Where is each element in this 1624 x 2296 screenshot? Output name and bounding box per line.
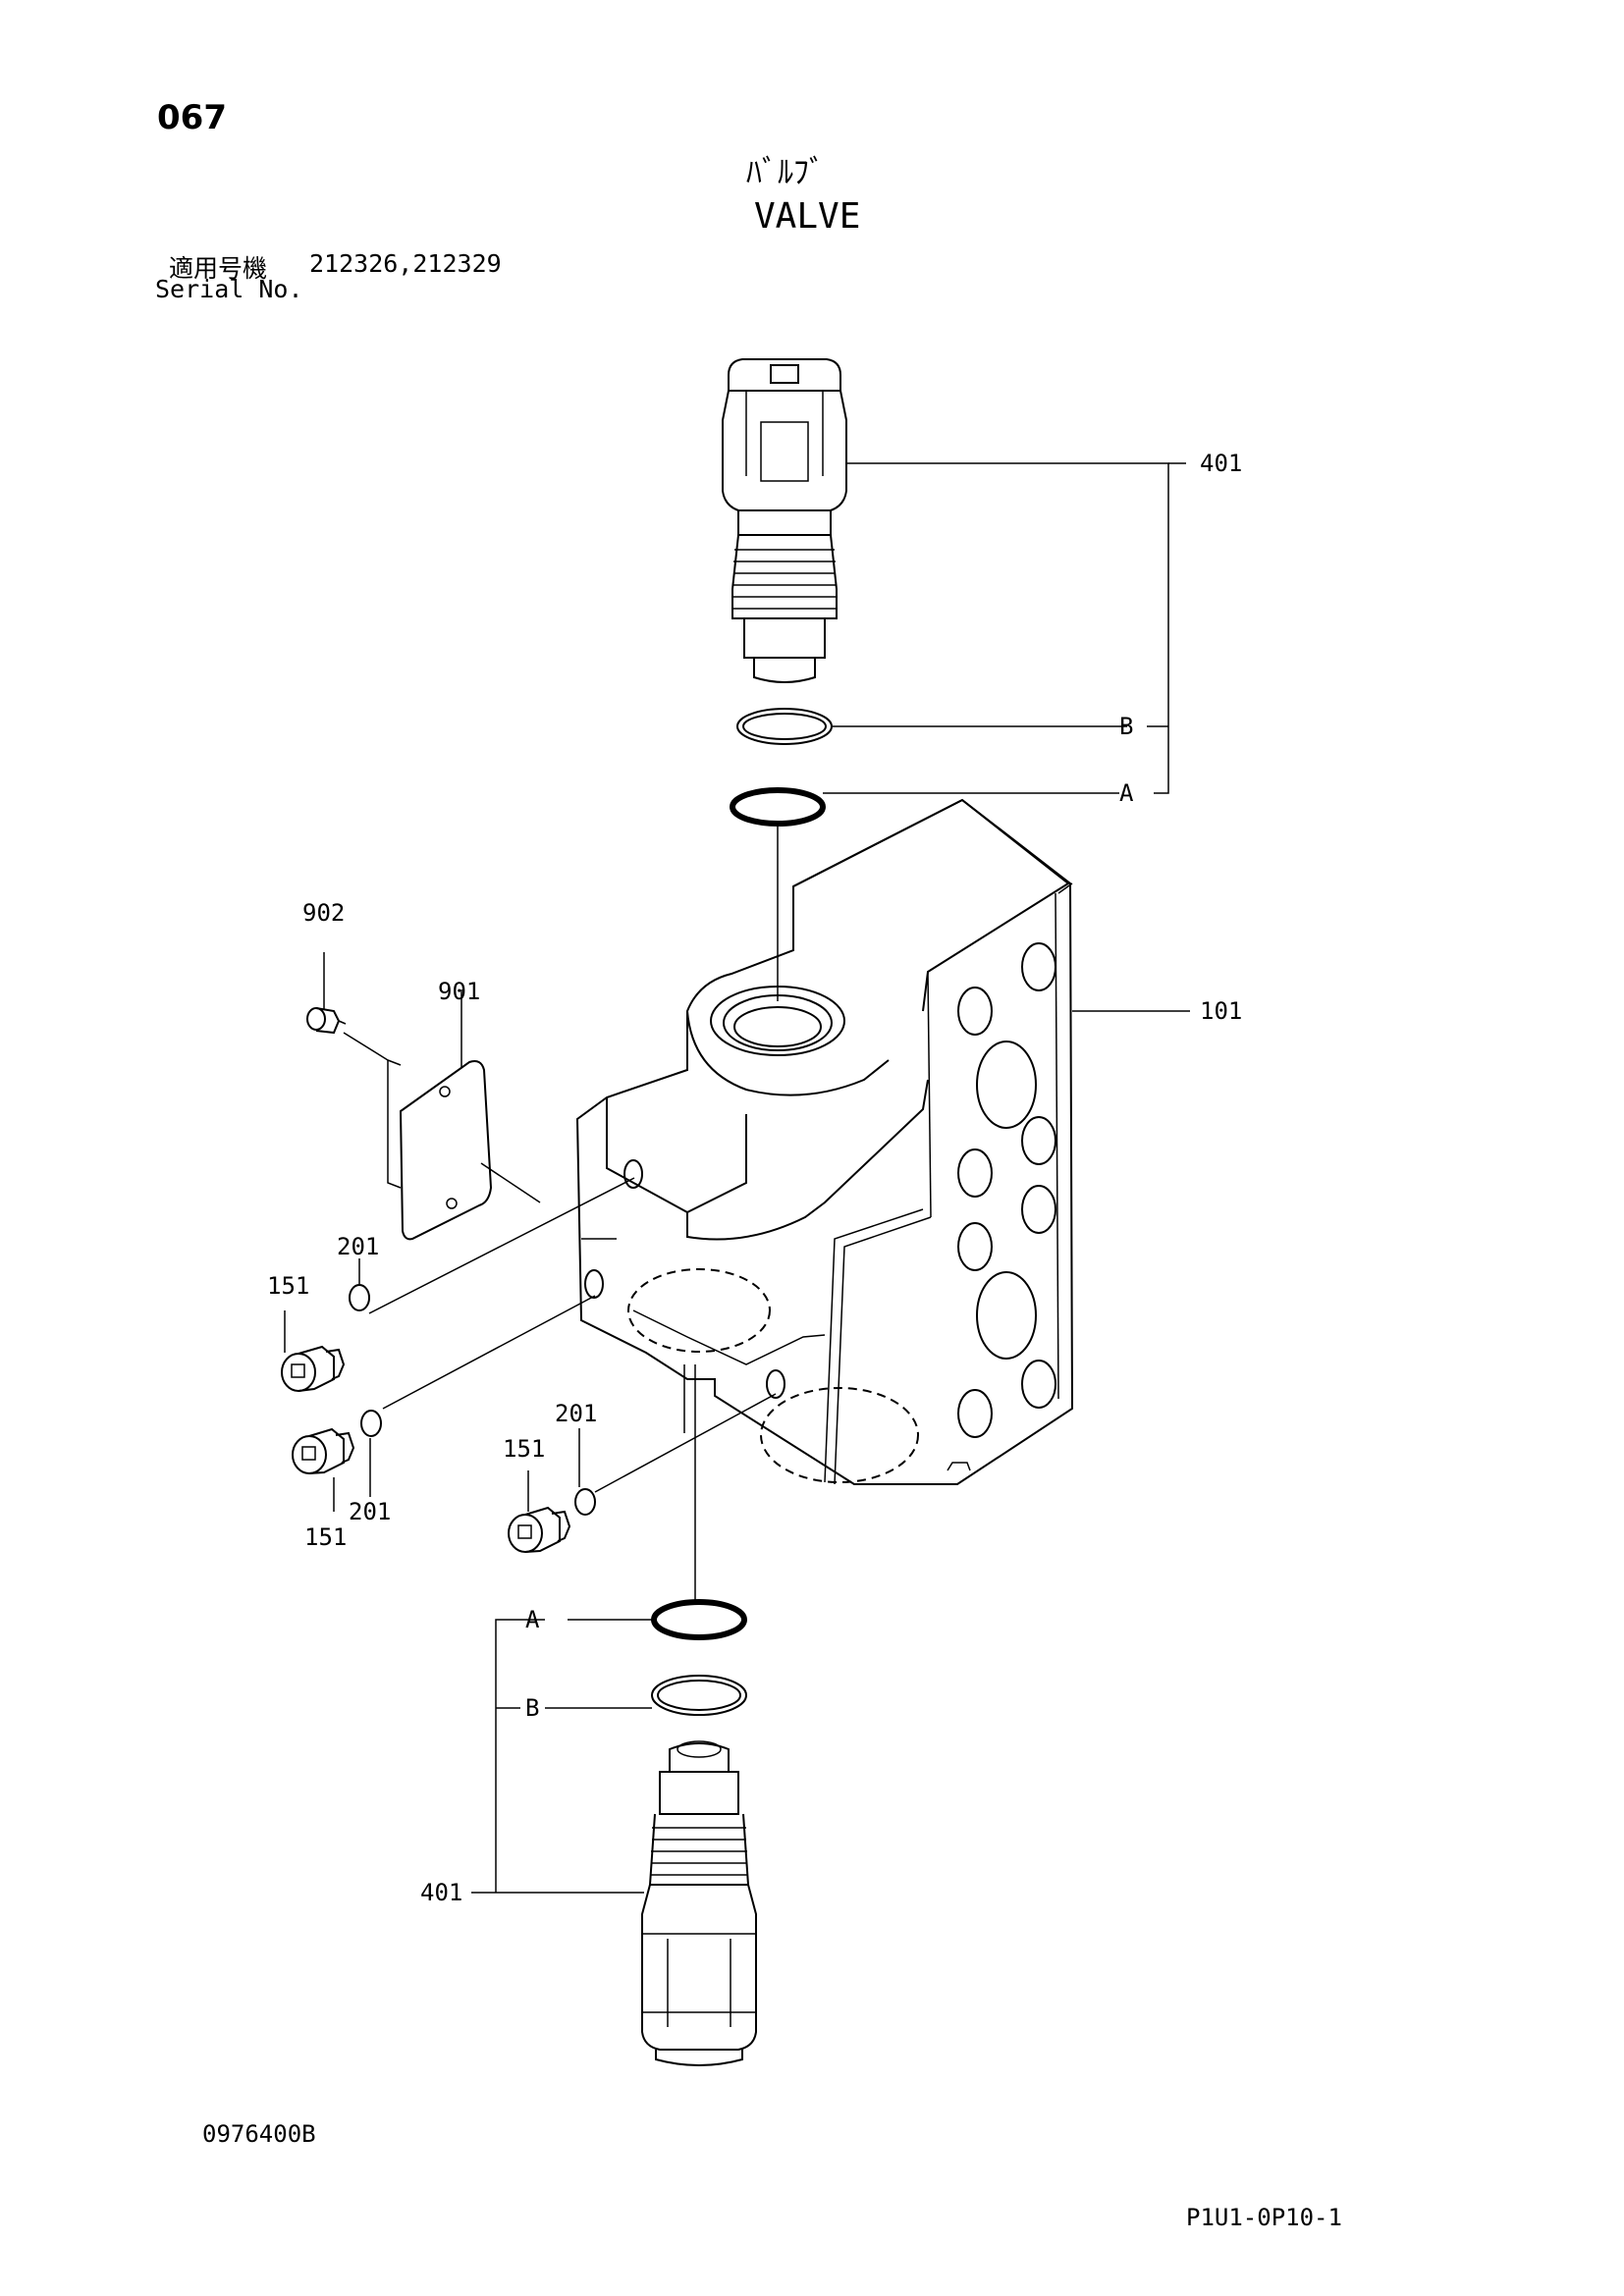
o-ring-201-middle — [360, 1410, 382, 1437]
callout-151-upper: 151 — [267, 1272, 309, 1300]
title-japanese: ﾊﾞﾙﾌﾞ — [746, 153, 826, 190]
callout-101: 101 — [1200, 997, 1242, 1025]
callout-201-upper: 201 — [337, 1233, 379, 1260]
plug-151-upper — [281, 1345, 346, 1392]
callout-b-top: B — [1119, 713, 1133, 740]
relief-valve-top — [722, 358, 847, 683]
page-number: 067 — [157, 98, 227, 137]
callout-201-lower: 201 — [555, 1400, 597, 1427]
callout-b-bottom: B — [525, 1694, 539, 1722]
callout-401-bottom: 401 — [420, 1879, 462, 1906]
serial-numbers: 212326,212329 — [309, 249, 502, 278]
callout-a-bottom: A — [525, 1606, 540, 1633]
callout-151-lower: 151 — [503, 1435, 545, 1463]
bolt-902 — [306, 1007, 347, 1035]
title-english: VALVE — [754, 196, 861, 237]
plug-151-lower — [508, 1506, 571, 1553]
plug-151-middle — [292, 1427, 355, 1474]
o-ring-a-top — [730, 787, 826, 827]
callout-a-top: A — [1119, 779, 1134, 807]
drawing-number: 0976400B — [202, 2120, 316, 2148]
serial-label-english: Serial No. — [155, 275, 303, 303]
relief-valve-bottom — [641, 1740, 757, 2066]
o-ring-201-upper — [349, 1284, 370, 1311]
callout-151-middle: 151 — [304, 1523, 347, 1551]
cover-plate — [399, 1060, 493, 1241]
callout-401-top: 401 — [1200, 450, 1242, 477]
callout-201-middle: 201 — [349, 1498, 391, 1525]
serial-label-japanese: 適用号機 — [169, 254, 268, 283]
callout-901: 901 — [438, 978, 480, 1005]
backup-ring-b-bottom — [651, 1675, 747, 1716]
valve-body — [575, 798, 1074, 1485]
o-ring-201-lower — [574, 1488, 596, 1516]
o-ring-a-bottom — [651, 1599, 747, 1640]
page-code: P1U1-0P10-1 — [1186, 2204, 1342, 2231]
callout-902: 902 — [302, 899, 345, 927]
